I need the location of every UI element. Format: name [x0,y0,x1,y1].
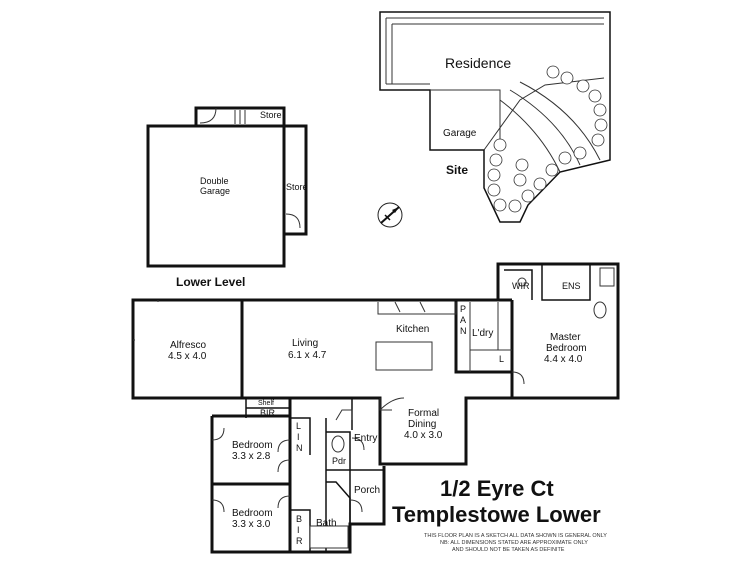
lower-store-top: Store [260,110,282,120]
living-dim: 6.1 x 4.7 [288,350,327,361]
bedroom1-label: Bedroom [232,440,273,451]
site-label: Site [446,163,468,177]
address-line-1: 1/2 Eyre Ct [440,476,554,501]
master-label-2: Bedroom [546,343,587,354]
alfresco-dim: 4.5 x 4.0 [168,351,207,362]
formal-dim: 4.0 x 3.0 [404,430,443,441]
pdr-label: Pdr [332,456,346,466]
formal-label-1: Formal [408,408,439,419]
compass-icon [377,202,403,228]
bir-letter-r: R [296,536,303,546]
lower-level-caption: Lower Level [176,275,245,289]
pantry-letter-n: N [460,326,467,336]
entry-label: Entry [354,433,377,444]
laundry-label: L'dry [472,328,493,339]
master-dim: 4.4 x 4.0 [544,354,583,365]
site-garage-label: Garage [443,128,477,139]
site-plan: Residence Garage Site [379,11,611,223]
lin-letter-l: L [296,421,301,431]
living-label: Living [292,338,318,349]
bath-label: Bath [316,518,337,529]
room-labels: Alfresco 4.5 x 4.0 Living 6.1 x 4.7 Kitc… [168,281,587,546]
disclaimer-line-1: THIS FLOOR PLAN IS A SKETCH ALL DATA SHO… [424,533,607,539]
main-floor-plan [131,262,620,554]
disclaimer-line-2: NB: ALL DIMENSIONS STATED ARE APPROXIMAT… [440,540,588,546]
double-garage-l1: Double [200,176,229,186]
bedroom2-label: Bedroom [232,508,273,519]
shrubs [487,65,608,213]
double-garage-l2: Garage [200,186,230,196]
lin-letter-i: I [297,432,300,442]
disclaimer-line-3: AND SHOULD NOT BE TAKEN AS DEFINITE [452,547,565,553]
formal-label-2: Dining [408,419,436,430]
bir-letter-b: B [296,514,302,524]
bedroom1-dim: 3.3 x 2.8 [232,451,271,462]
residence-label: Residence [445,55,511,71]
kitchen-label: Kitchen [396,324,429,335]
shelf-label: Shelf [258,400,274,407]
ens-label: ENS [562,281,581,291]
bedroom2-dim: 3.3 x 3.0 [232,519,271,530]
bir-top-label: BIR [260,408,276,418]
lower-level-plan: Store Double Garage Store Lower Level [146,106,308,289]
address-line-2: Templestowe Lower [392,502,601,527]
alfresco-label: Alfresco [170,340,207,351]
porch-label: Porch [354,485,380,496]
master-label-1: Master [550,332,581,343]
address-block: 1/2 Eyre Ct Templestowe Lower THIS FLOOR… [392,476,607,553]
lin-letter-n: N [296,443,303,453]
laundry-l-label: L [499,354,504,364]
lower-store-side: Store [286,182,308,192]
wir-label: WIR [512,281,530,291]
pantry-letter-p: P [460,304,466,314]
bir-letter-i: I [297,525,300,535]
pantry-letter-a: A [460,315,466,325]
